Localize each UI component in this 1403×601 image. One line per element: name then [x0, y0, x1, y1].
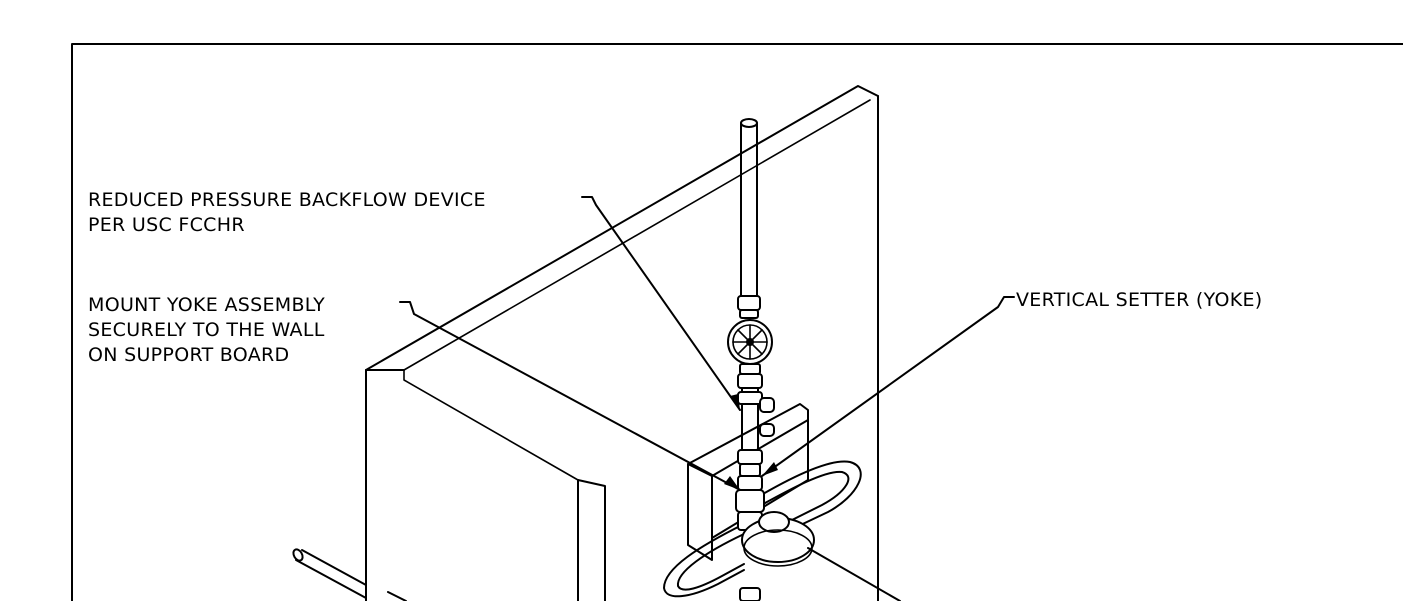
gate-valve: [727, 319, 773, 389]
riser-pipe: [737, 118, 761, 319]
backflow-device: [737, 387, 775, 491]
callout-mount-yoke-line3: ON SUPPORT BOARD: [88, 344, 289, 366]
callout-vertical-setter-label: VERTICAL SETTER (YOKE): [1016, 289, 1263, 311]
callout-backflow-line2: PER USC FCCHR: [88, 214, 245, 236]
callout-backflow-line1: REDUCED PRESSURE BACKFLOW DEVICE: [88, 189, 486, 211]
callout-vertical-setter: VERTICAL SETTER (YOKE): [1016, 289, 1263, 311]
wall-support-board: [365, 85, 879, 601]
drawing-border: [71, 43, 1403, 601]
water-meter: [739, 511, 815, 601]
leader-lines: [399, 196, 1015, 601]
callout-backflow-device: REDUCED PRESSURE BACKFLOW DEVICE PER USC…: [88, 189, 486, 236]
inlet-pipe: [292, 548, 407, 601]
callout-mount-yoke: MOUNT YOKE ASSEMBLY SECURELY TO THE WALL…: [88, 294, 325, 366]
callout-mount-yoke-line2: SECURELY TO THE WALL: [88, 319, 325, 341]
callout-mount-yoke-line1: MOUNT YOKE ASSEMBLY: [88, 294, 325, 316]
